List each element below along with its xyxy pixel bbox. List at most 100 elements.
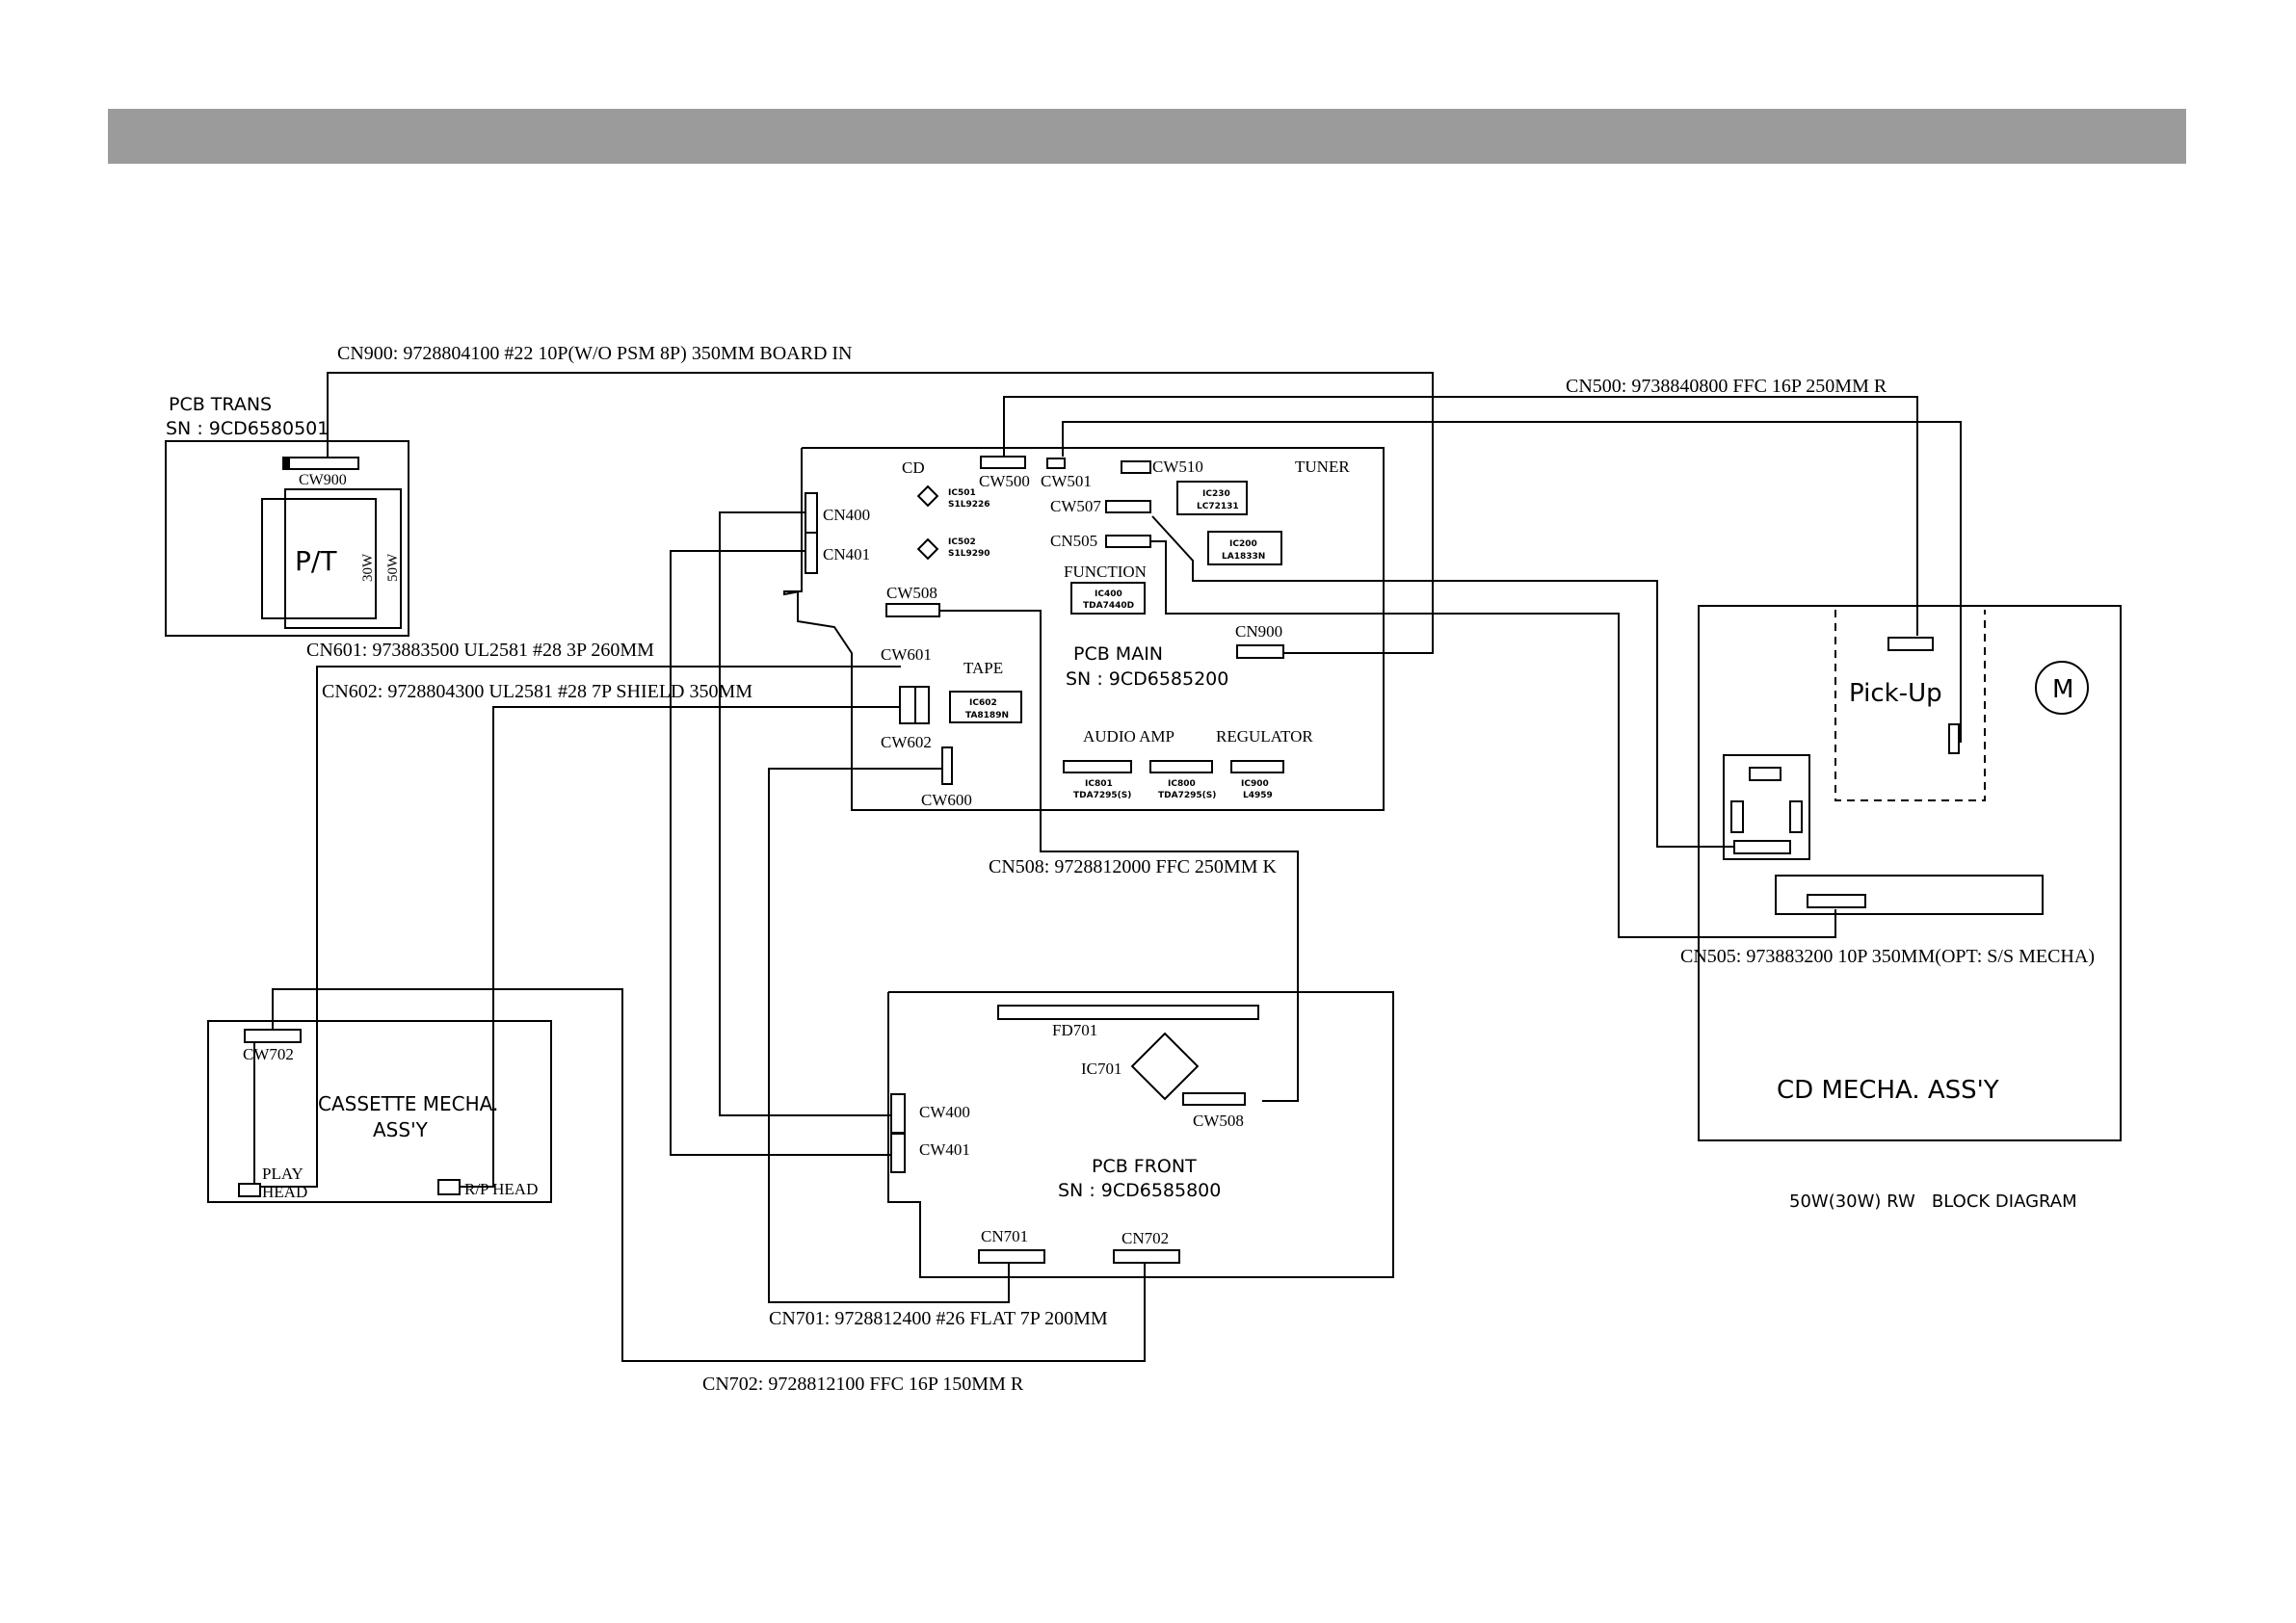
- ic502-part: S1L9290: [948, 549, 990, 559]
- pickup-label: Pick-Up: [1849, 679, 1942, 708]
- cw401-connector: [890, 1133, 906, 1173]
- cable-cn602-label: CN602: 9728804300 UL2581 #28 7P SHIELD 3…: [322, 681, 752, 702]
- cd-sub-board: [1723, 754, 1810, 860]
- pickup-side-connector: [1948, 723, 1960, 754]
- play-head-connector: [238, 1183, 261, 1197]
- motor-icon: [2035, 661, 2089, 715]
- play-head-label-2: HEAD: [262, 1183, 307, 1201]
- pcb-trans-title: PCB TRANS: [169, 394, 272, 415]
- play-head-label-1: PLAY: [262, 1165, 303, 1183]
- wire-cn401: [670, 550, 891, 1156]
- function-label: FUNCTION: [1064, 563, 1147, 581]
- ic501-diamond: [916, 484, 939, 508]
- ic502-diamond: [916, 537, 939, 561]
- ic701-label: IC701: [1081, 1060, 1122, 1078]
- cw508-front-connector: [1182, 1092, 1246, 1106]
- cw500-connector: [980, 456, 1026, 469]
- cable-cn601-label: CN601: 973883500 UL2581 #28 3P 260MM: [306, 640, 654, 661]
- cd-mecha-title: CD MECHA. ASS'Y: [1777, 1076, 1999, 1105]
- ic801-chip: [1063, 760, 1132, 773]
- motor-label: M: [2052, 675, 2073, 704]
- cable-cn500-label: CN500: 9738840800 FFC 16P 250MM R: [1566, 376, 1887, 397]
- cd-long-board: [1775, 875, 2044, 915]
- cw600-connector: [941, 746, 953, 785]
- cw601-connector: [899, 686, 916, 724]
- regulator-label: REGULATOR: [1216, 727, 1313, 746]
- wire-cw508: [939, 610, 1299, 1102]
- ic501-part: S1L9226: [948, 500, 990, 510]
- rp-head-connector: [437, 1179, 461, 1195]
- pcb-trans-board: [165, 440, 409, 637]
- cw602-connector: [914, 686, 930, 724]
- cd-sub-top-connector: [1749, 767, 1781, 781]
- cw510-label: CW510: [1152, 458, 1203, 476]
- wire-cw601: [254, 666, 901, 1188]
- cw507-label: CW507: [1050, 497, 1101, 515]
- cw501-label: CW501: [1041, 472, 1092, 490]
- transformer-inner: [284, 488, 402, 629]
- ic230-name: IC230: [1202, 489, 1230, 499]
- tuner-label: TUNER: [1295, 458, 1350, 476]
- cd-sub-left-connector: [1730, 800, 1744, 833]
- cassette-title-1: CASSETTE MECHA.: [318, 1092, 498, 1115]
- cw401-label: CW401: [919, 1140, 970, 1159]
- ic502-name: IC502: [948, 537, 976, 547]
- cn702-label: CN702: [1122, 1229, 1169, 1247]
- pcb-front-sn: SN : 9CD6585800: [1058, 1180, 1221, 1201]
- cw600-label: CW600: [921, 791, 972, 809]
- ic230-chip: [1176, 481, 1248, 515]
- cw400-label: CW400: [919, 1103, 970, 1121]
- cn400-label: CN400: [823, 506, 870, 524]
- cd-mecha-board: [1698, 605, 2122, 1141]
- ic400-part: TDA7440D: [1083, 601, 1134, 611]
- wire-cn500: [1003, 396, 1918, 636]
- pcb-front-title: PCB FRONT: [1092, 1156, 1197, 1177]
- cn900-main-label: CN900: [1235, 622, 1282, 641]
- 50w-label: 50W: [385, 553, 401, 582]
- wire-cw600: [768, 768, 1010, 1303]
- ic501-name: IC501: [948, 488, 976, 498]
- ic400-chip: [1070, 582, 1146, 615]
- cable-cn702-label: CN702: 9728812100 FFC 16P 150MM R: [702, 1374, 1024, 1395]
- cn400-connector: [805, 492, 818, 535]
- pcb-main: CD CW500 CW501 CW510 TUNER CN400 CN401 I…: [783, 447, 1385, 811]
- cw400-connector: [890, 1093, 906, 1134]
- ic602-name: IC602: [969, 698, 997, 708]
- wire-cw602: [451, 706, 901, 1188]
- transformer-outer: [261, 498, 377, 619]
- ic701-diamond: [1130, 1032, 1200, 1101]
- pickup-outline: [1834, 610, 1986, 801]
- cd-sub-right-connector: [1789, 800, 1803, 833]
- cn701-connector: [978, 1249, 1045, 1264]
- pcb-main-title: PCB MAIN: [1073, 643, 1163, 665]
- cw501-connector: [1046, 458, 1066, 469]
- ic602-part: TA8189N: [965, 711, 1009, 720]
- wire-cw507: [1151, 515, 1734, 848]
- rp-head-label: R/P HEAD: [464, 1180, 538, 1198]
- cassette-mecha: CW702 CASSETTE MECHA. ASS'Y PLAY HEAD R/…: [207, 1020, 552, 1203]
- cable-cn508-label: CN508: 9728812000 FFC 250MM K: [989, 856, 1277, 877]
- cw900-pin: [282, 457, 290, 470]
- wire-cn505: [1150, 540, 1836, 938]
- cw508-main-label: CW508: [886, 584, 937, 602]
- cable-cn701-label: CN701: 9728812400 #26 FLAT 7P 200MM: [769, 1308, 1108, 1329]
- pickup-connector: [1887, 637, 1934, 651]
- cw900-connector: [282, 457, 359, 470]
- pcb-front: FD701 IC701 CW508 CW400 CW401 PCB FRONT …: [887, 991, 1394, 1278]
- cw508-front-label: CW508: [1193, 1112, 1244, 1130]
- cd-sub-bottom-connector: [1733, 840, 1791, 854]
- cw702-label: CW702: [243, 1045, 294, 1063]
- cw601-label: CW601: [881, 645, 932, 664]
- pcb-main-sn: SN : 9CD6585200: [1066, 668, 1228, 690]
- tape-label: TAPE: [963, 659, 1003, 677]
- cd-label: CD: [902, 458, 925, 477]
- pcb-front-outline: [887, 991, 1394, 1278]
- ic200-part: LA1833N: [1222, 552, 1265, 562]
- cd-long-connector: [1807, 894, 1866, 908]
- audio-amp-label: AUDIO AMP: [1083, 727, 1174, 746]
- cd-mecha: Pick-Up M CD MECHA. ASS'Y: [1698, 605, 2122, 1141]
- ic602-chip: [949, 691, 1022, 723]
- ic230-part: LC72131: [1197, 502, 1239, 511]
- ic900-name: IC900: [1241, 779, 1269, 789]
